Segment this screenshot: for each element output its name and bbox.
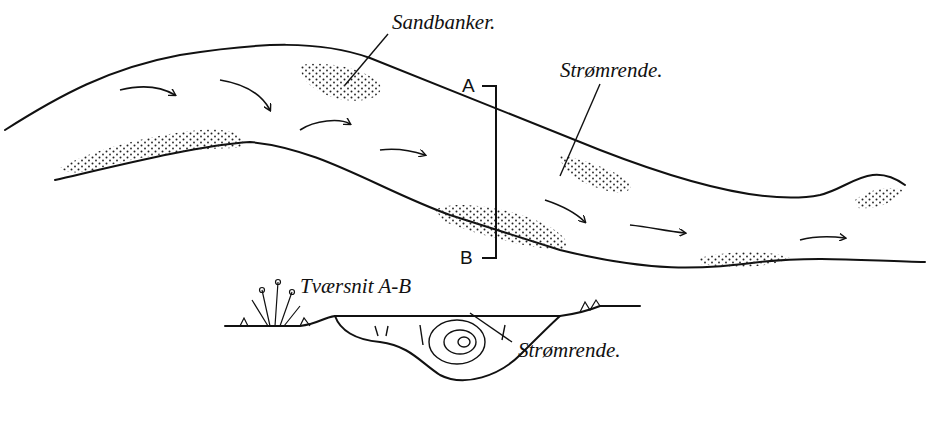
channel-label: Strømrende.: [560, 60, 662, 81]
section-title: Tværsnit A-B: [300, 276, 411, 297]
section-mark: B: [460, 248, 473, 267]
channel-label: Strømrende.: [518, 340, 620, 361]
sandbank-label: Sandbanker.: [392, 12, 495, 33]
section-mark: A: [462, 76, 475, 95]
